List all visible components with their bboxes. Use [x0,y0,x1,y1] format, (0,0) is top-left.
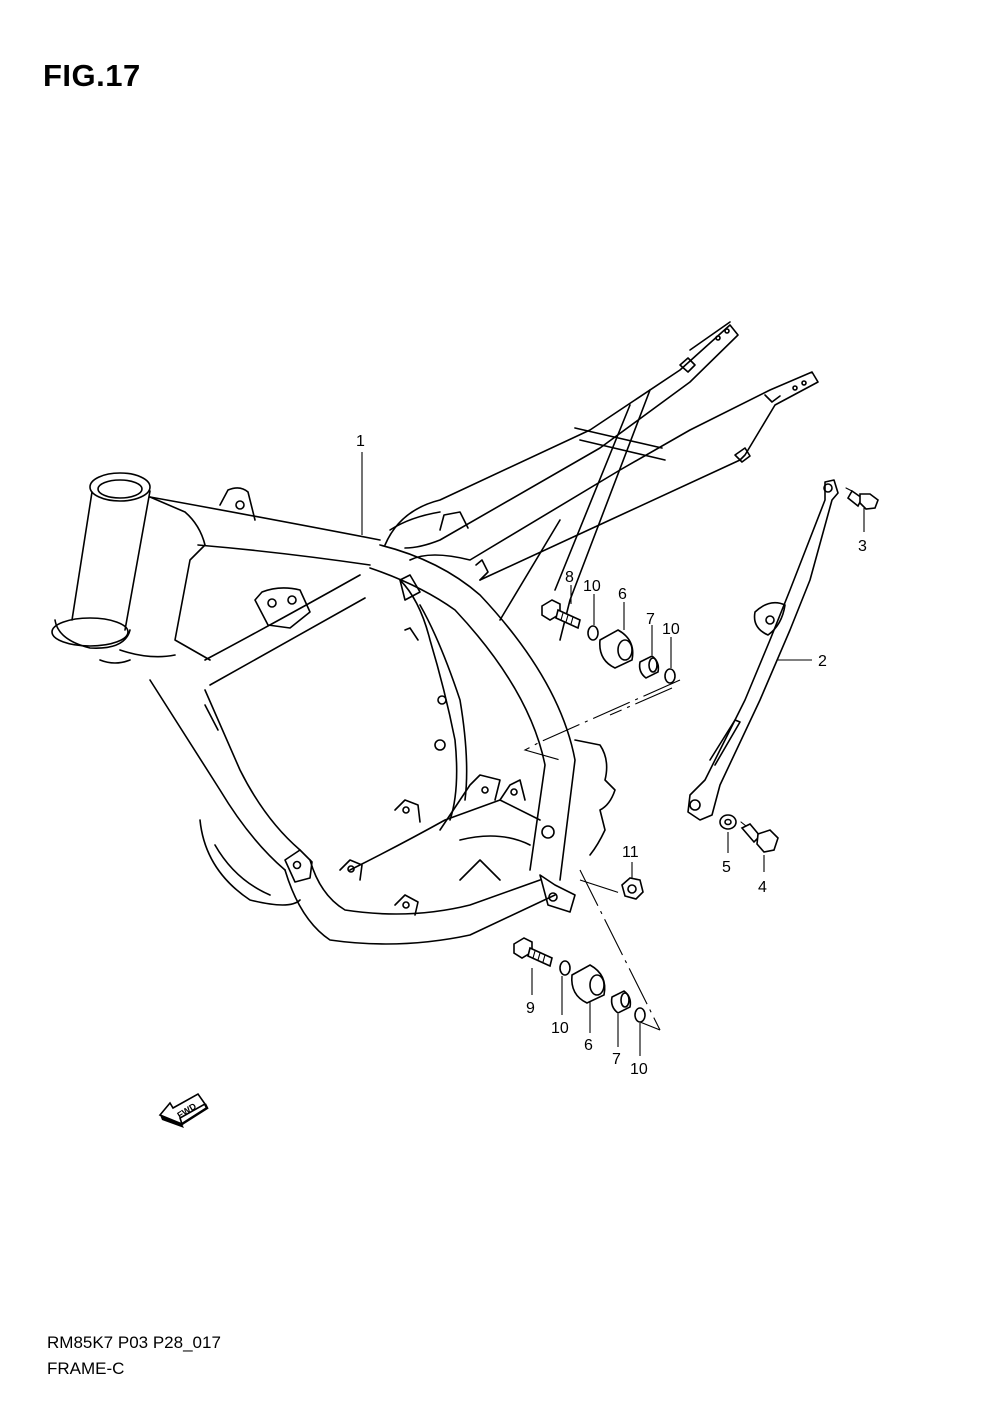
part-6-collar [570,964,606,1004]
part-6-collar [598,629,634,669]
part-3-bolt [845,487,879,510]
part-8-bolt [541,599,581,630]
part-7-spacer [610,990,632,1014]
part-10-washer [634,1007,646,1023]
callouts: 1 2 3 4 5 8 10 6 7 10 11 9 10 6 7 10 [356,433,867,1078]
part-7-spacer [638,655,660,679]
callout-9: 9 [526,1000,535,1017]
figure-title: FIG.17 [43,58,141,93]
callout-1: 1 [356,433,365,450]
centre-lines [523,679,681,1031]
callout-10: 10 [662,621,680,638]
part-10-washer [559,960,571,976]
fwd-arrow-icon: FWD [158,1092,209,1128]
callout-7: 7 [612,1051,621,1068]
callout-5: 5 [722,859,731,876]
figure-name: FRAME-C [47,1359,125,1378]
callout-4: 4 [758,879,767,896]
callout-10: 10 [583,578,601,595]
main-frame [51,321,819,945]
leader-lines [361,452,865,1056]
callout-8: 8 [565,569,574,586]
callout-3: 3 [858,538,867,555]
callout-6: 6 [618,586,627,603]
callout-2: 2 [818,653,827,670]
callout-11: 11 [622,844,639,861]
figure-code: RM85K7 P03 P28_017 [47,1333,221,1352]
part-4-bolt [740,821,779,853]
part-2-bracket [687,479,839,821]
part-5-washer [719,814,737,830]
part-10-washer [587,625,599,641]
callout-10: 10 [551,1020,569,1037]
callout-7: 7 [646,611,655,628]
part-11-nut [621,877,644,900]
part-9-bolt [513,937,553,968]
part-10-washer [664,668,676,684]
callout-10: 10 [630,1061,648,1078]
callout-6: 6 [584,1037,593,1054]
